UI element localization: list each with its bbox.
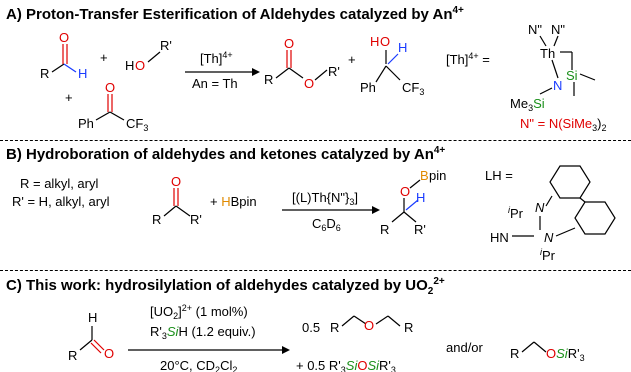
atom-n1: N": [528, 22, 542, 37]
rp-definition: R' = H, alkyl, aryl: [12, 194, 110, 209]
atom-r2: R: [404, 320, 413, 335]
atom-h: H: [78, 66, 87, 81]
coeff-1: 0.5: [302, 320, 320, 335]
section-c-title-sup: 2+: [433, 276, 445, 287]
catalyst-c: [UO2]2+ (1 mol%): [150, 303, 248, 321]
temperature-c: 20°C, CD2Cl2: [160, 358, 237, 372]
atom-ipr2: iPr: [540, 247, 556, 263]
atom-r: R: [152, 212, 161, 227]
hbpin-reagent: + HBpin: [210, 194, 257, 209]
section-b-title: B) Hydroboration of aldehydes and ketone…: [6, 145, 445, 163]
plus-sign: +: [100, 50, 108, 65]
atom-cf3: CF3: [126, 116, 148, 133]
atom-rp: R': [190, 212, 202, 227]
atom-o: O: [59, 30, 69, 45]
atom-r: R: [264, 72, 273, 87]
disiloxane-product: + 0.5 R'3SiOSiR'3: [296, 358, 396, 372]
section-b-title-sup: 4+: [433, 145, 446, 156]
lh-ligand: iPr N HN N iPr: [490, 165, 616, 263]
and-or-label: and/or: [446, 340, 484, 355]
th-definition: [Th]4+ =: [446, 51, 490, 67]
ether-product: 0.5 R O R: [302, 315, 413, 335]
section-c-title-sub: 2: [427, 286, 434, 297]
scheme-b: R = alkyl, aryl R' = H, alkyl, aryl R O …: [12, 165, 616, 263]
scheme-c: H R O [UO2]2+ (1 mol%) R'3SiH (1.2 equiv…: [68, 303, 585, 372]
atom-r: R: [380, 222, 389, 237]
atom-th: Th: [540, 46, 555, 61]
plus-sign-3: +: [348, 52, 356, 67]
atom-o: O: [284, 36, 294, 51]
divider-bc: [0, 270, 631, 271]
atom-r1: R: [330, 320, 339, 335]
solvent-b: C6D6: [312, 216, 341, 233]
divider-ab: [0, 140, 631, 141]
section-a-title-sup: 4+: [452, 5, 464, 16]
r-definition: R = alkyl, aryl: [20, 176, 98, 191]
atom-n-1: N: [535, 200, 545, 215]
atom-ph: Ph: [78, 116, 94, 131]
atom-h: H: [88, 310, 97, 325]
atom-hn: HN: [490, 230, 509, 245]
catalyst-label: [Th]4+: [200, 50, 233, 66]
ester-product: R O O R': [264, 36, 340, 91]
ketone-a: + Ph O CF3: [65, 80, 148, 133]
n-definition: N" = N(SiMe3)2: [520, 116, 607, 133]
atom-o: O: [400, 184, 410, 199]
section-c-title-text: C) This work: hydrosilylation of aldehyd…: [6, 277, 428, 294]
atom-o: O: [105, 80, 115, 95]
alcohol-a: H O R': [125, 38, 172, 73]
atom-o2: O: [304, 76, 314, 91]
atom-n2: N": [551, 22, 565, 37]
atom-rp: R': [160, 38, 172, 53]
atom-r: R: [510, 346, 519, 361]
atom-o: O: [364, 318, 374, 333]
atom-cf3: CF3: [402, 80, 424, 97]
atom-r: R: [68, 348, 77, 363]
atom-o: O: [104, 346, 114, 361]
ketone-b: R O R': [152, 174, 202, 227]
silane-c: R'3SiH (1.2 equiv.): [150, 324, 256, 341]
atom-r: R: [40, 66, 49, 81]
catalyst-b: [(L)Th{N"}3]: [292, 190, 358, 207]
atom-n-2: N: [544, 230, 554, 245]
atom-h: H: [125, 58, 134, 73]
atom-si1: Si: [566, 68, 578, 83]
condition-label: An = Th: [192, 76, 238, 91]
atom-pin: pin: [429, 168, 446, 183]
atom-o: O: [171, 174, 181, 189]
atom-n: N: [553, 78, 562, 93]
scheme-a: R O H + H O R' + Ph O CF3 [Th]4+ An = Th…: [40, 22, 607, 133]
lh-label: LH =: [485, 168, 513, 183]
section-b-title-text: B) Hydroboration of aldehydes and ketone…: [6, 146, 434, 163]
atom-ph: Ph: [360, 80, 376, 95]
atom-osir3: OSiR'3: [546, 346, 585, 363]
section-a-title: A) Proton-Transfer Esterification of Ald…: [6, 5, 464, 23]
section-c-title: C) This work: hydrosilylation of aldehyd…: [6, 276, 445, 297]
atom-rp: R': [328, 64, 340, 79]
th-complex: N" N" Th N Si Me3Si: [510, 22, 596, 113]
aldehyde-a: R O H: [40, 30, 87, 81]
plus-sign-2: +: [65, 90, 73, 105]
boronate-product: O B pin H R R': [380, 168, 446, 237]
atom-me3si: Me3Si: [510, 96, 545, 113]
atom-ipr1: iPr: [508, 205, 524, 221]
silyl-ether-product: R OSiR'3: [510, 341, 585, 363]
atom-rp: R': [414, 222, 426, 237]
atom-o: O: [135, 58, 145, 73]
atom-h: H: [416, 190, 425, 205]
atom-b: B: [420, 168, 429, 183]
aldehyde-c: H R O: [68, 310, 114, 363]
atom-h: H: [398, 40, 407, 55]
atom-o-2: O: [380, 34, 390, 49]
atom-o: H: [370, 34, 379, 49]
section-a-title-text: A) Proton-Transfer Esterification of Ald…: [6, 6, 453, 23]
alcohol-product: H O H Ph CF3: [360, 34, 424, 97]
